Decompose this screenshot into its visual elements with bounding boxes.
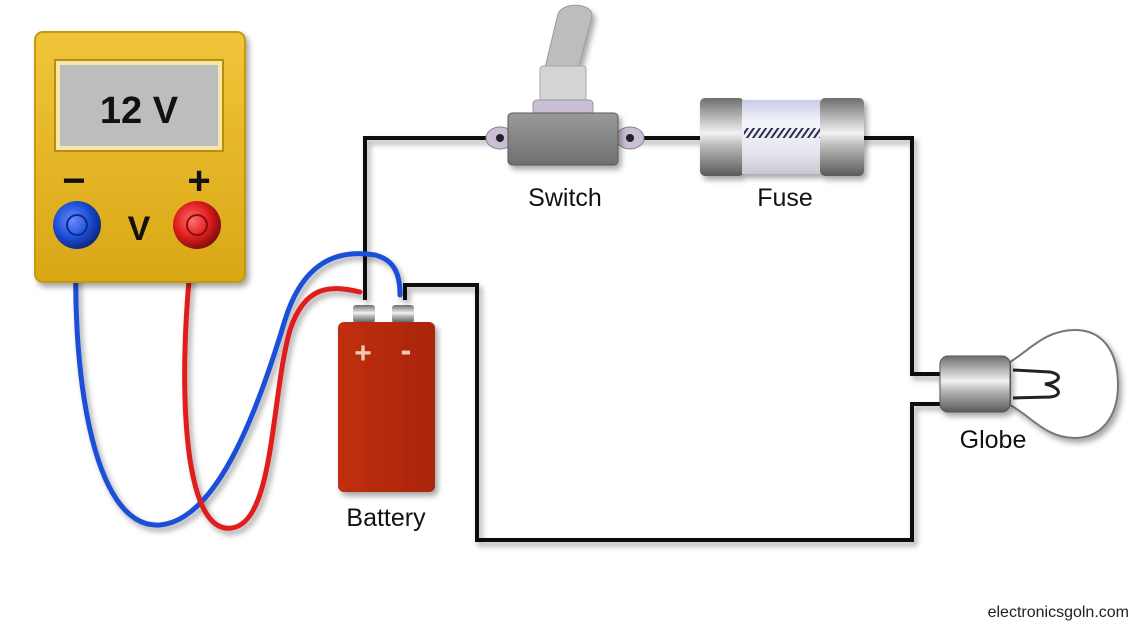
switch-left-lug-hole xyxy=(496,134,504,142)
globe: Globe xyxy=(939,328,1120,454)
positive-terminal-sign: + xyxy=(187,159,210,203)
blue-probe-lead xyxy=(73,227,403,528)
battery-body xyxy=(338,322,435,492)
volt-mode-label: V xyxy=(128,210,151,248)
wire-fuse-to-globe xyxy=(862,136,945,376)
wire-battery-pos-to-switch xyxy=(363,136,500,300)
probe-leads xyxy=(73,227,403,531)
switch-bushing xyxy=(539,65,587,103)
credit-text: electronicsgoln.com xyxy=(987,604,1129,621)
fuse-label: Fuse xyxy=(757,184,813,212)
switch-right-lug-hole xyxy=(626,134,634,142)
circuit-wires xyxy=(363,136,945,542)
positive-jack-ring xyxy=(186,214,208,236)
fuse xyxy=(700,98,864,176)
multimeter-display xyxy=(60,65,218,146)
positive-jack-icon[interactable] xyxy=(173,201,221,249)
switch-body xyxy=(507,112,619,166)
battery-pos-terminal xyxy=(353,305,375,323)
negative-jack-ring xyxy=(66,214,88,236)
globe-label: Globe xyxy=(960,426,1027,454)
switch[interactable]: Switch xyxy=(485,4,645,212)
globe-filament xyxy=(1012,368,1060,400)
red-probe-lead xyxy=(182,227,363,531)
negative-jack-icon[interactable] xyxy=(53,201,101,249)
multimeter-reading: 12 V xyxy=(100,90,179,132)
battery-neg-terminal xyxy=(392,305,414,323)
wire-globe-to-battery-neg xyxy=(403,283,945,542)
battery: + - Battery xyxy=(338,305,435,532)
battery-negative-sign: - xyxy=(401,332,412,368)
battery-label: Battery xyxy=(346,504,426,532)
globe-socket xyxy=(939,355,1011,413)
multimeter: 12 V − + V xyxy=(34,31,246,283)
switch-nut xyxy=(532,99,594,115)
battery-positive-sign: + xyxy=(354,337,372,370)
fuse-element xyxy=(744,128,820,138)
globe-bulb-glass xyxy=(1009,328,1120,440)
switch-label: Switch xyxy=(528,184,602,212)
fuse-left-cap xyxy=(700,98,744,176)
negative-terminal-sign: − xyxy=(62,159,85,203)
switch-toggle-lever xyxy=(544,4,593,71)
fuse-right-cap xyxy=(820,98,864,176)
